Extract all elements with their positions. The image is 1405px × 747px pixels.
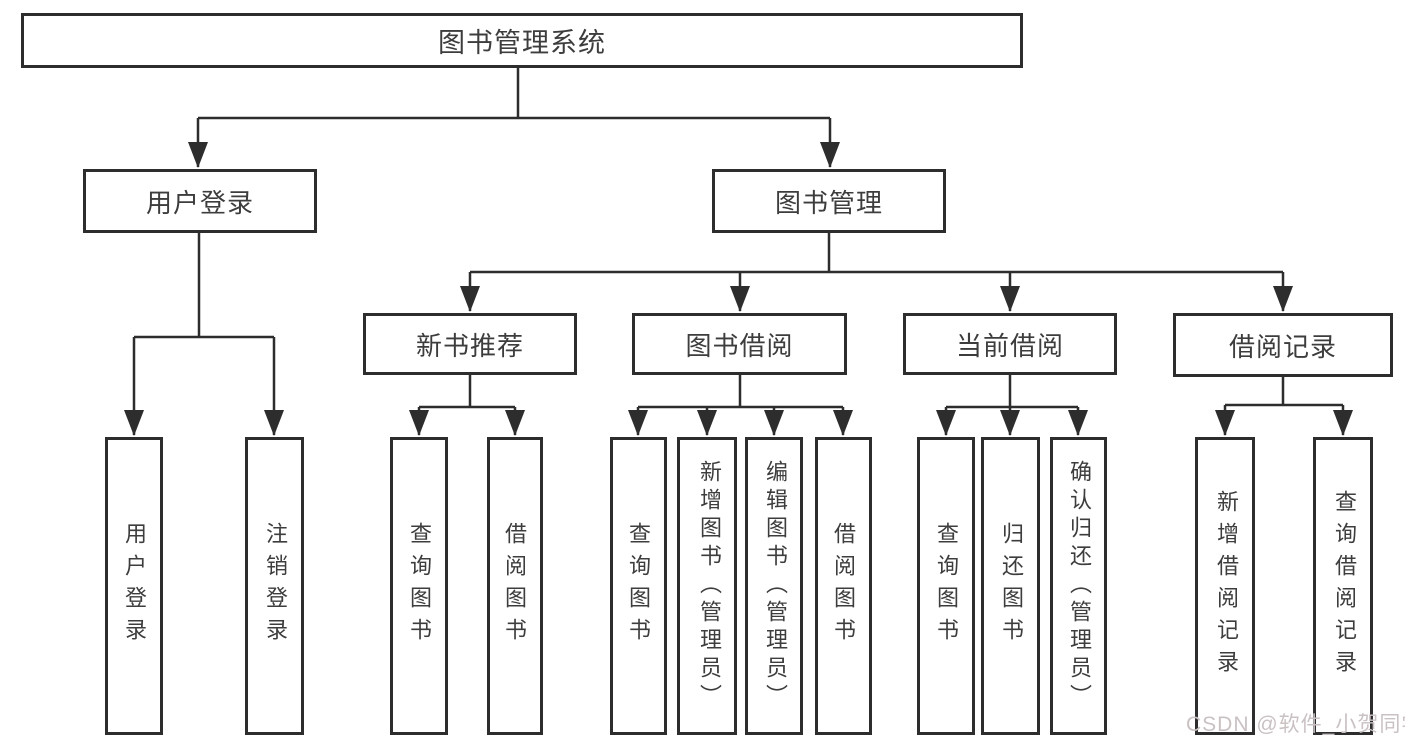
leaf-borrow-books-recommend: 借阅图书 [487,437,543,735]
connector-book-borrow [628,375,853,436]
connector-borrow-records [1215,377,1353,436]
node-book-management: 图书管理 [712,169,946,233]
node-new-book-recommend: 新书推荐 [363,313,577,375]
leaf-query-books-current: 查询图书 [917,437,975,735]
leaf-logout: 注销登录 [245,437,304,735]
node-current-borrow: 当前借阅 [903,313,1117,375]
leaf-add-borrow-record: 新增借阅记录 [1195,437,1255,735]
node-user-login: 用户登录 [83,169,317,233]
connector-root [188,68,840,168]
node-root-system: 图书管理系统 [21,13,1023,68]
node-book-borrow: 图书借阅 [632,313,847,375]
csdn-watermark: CSDN @软件_小贺同学 [1186,713,1405,736]
leaf-add-book-admin: 新增图书（管理员） [677,437,737,735]
leaf-return-books: 归还图书 [981,437,1040,735]
leaf-query-books-borrow: 查询图书 [610,437,667,735]
leaf-query-books-recommend: 查询图书 [390,437,448,735]
leaf-borrow-books: 借阅图书 [815,437,872,735]
connector-current-borrow [936,375,1088,436]
connector-new-book [409,375,525,436]
leaf-user-login: 用户登录 [105,437,163,735]
leaf-edit-book-admin: 编辑图书（管理员） [745,437,803,735]
node-borrow-records: 借阅记录 [1173,313,1393,377]
connector-book-management [460,233,1293,312]
leaf-query-borrow-record: 查询借阅记录 [1313,437,1373,735]
leaf-confirm-return-admin: 确认归还（管理员） [1050,437,1107,735]
connector-user-login [124,233,284,436]
